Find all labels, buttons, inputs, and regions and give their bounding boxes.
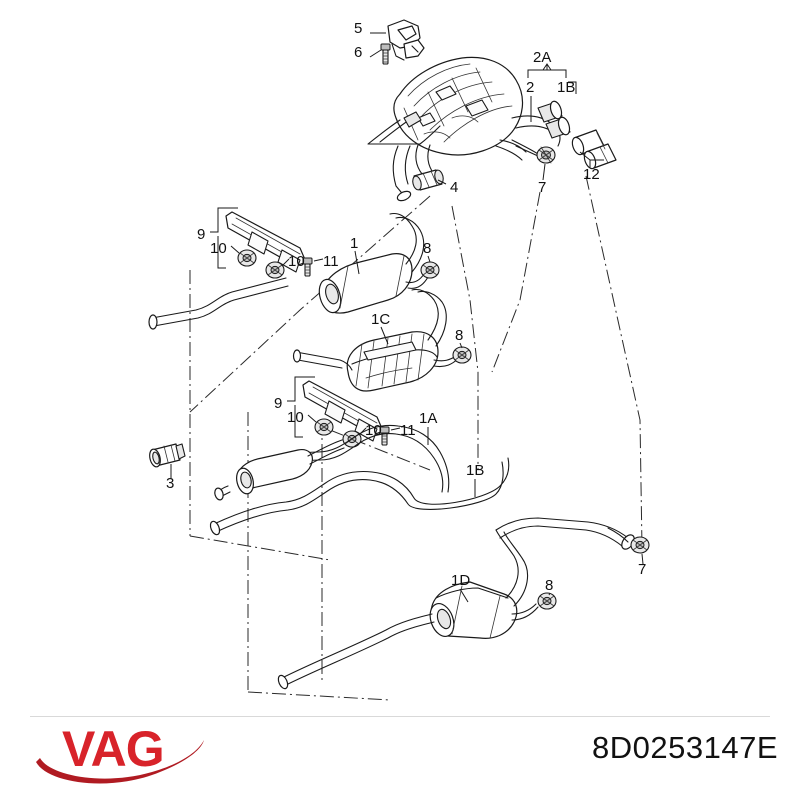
callout-8-upper: 8 [423,240,432,257]
callout-7-lower: 7 [638,561,647,578]
construction-lines [189,175,643,701]
callout-12: 12 [583,166,600,183]
callout-10-lower-left: 10 [287,409,304,426]
rubber-hanger-8-lower [537,592,557,610]
rubber-hanger-7-top [536,146,556,164]
tailpipe-trim-12 [571,129,617,170]
callout-2: 2 [526,79,535,96]
rubber-hanger-7-lower [630,536,650,554]
callout-2A: 2A [533,49,552,66]
callout-1B-mid: 1B [466,462,485,479]
callout-5: 5 [354,20,363,37]
rubber-hanger-8-upper [420,261,440,279]
bracket-part-5 [387,19,425,61]
footer-divider [30,716,770,717]
callout-3: 3 [166,475,175,492]
callout-10-upper-right: 10 [288,253,305,270]
hanger-bar-9-lower [302,380,390,448]
resonator-cylinder [214,439,345,501]
callout-10-upper-left: 10 [210,240,227,257]
callout-10-lower-right: 10 [365,422,382,439]
vag-logo-svg: VAG [36,721,204,784]
rear-silencer-assembly [367,19,571,202]
hanger-bar-9-upper [225,211,313,279]
callout-9-upper: 9 [197,226,206,243]
clamp-part-4 [412,169,444,191]
vag-logo: VAG [34,714,244,788]
leader-lines [170,32,644,603]
variant-1C-silencer [292,288,459,392]
callout-6: 6 [354,44,363,61]
bolt-part-6 [380,43,391,65]
callout-1D: 1D [451,572,471,589]
callout-1A: 1A [419,410,438,427]
part-number: 8D0253147E [592,730,778,765]
callout-8-middle: 8 [455,327,464,344]
centre-silencer-assembly [148,211,429,330]
callout-8-lower: 8 [545,577,554,594]
callout-7-top: 7 [538,179,547,196]
callout-11-lower: 11 [400,422,416,439]
callout-9-lower: 9 [274,395,283,412]
variant-1B-pipe [209,457,510,536]
callout-4: 4 [450,179,459,196]
callout-1C: 1C [371,311,391,328]
variant-1D-silencer [277,529,539,690]
sleeve-part-3 [149,443,186,468]
rubber-hanger-8-middle [452,346,472,364]
vag-wordmark: VAG [62,721,164,777]
callout-1: 1 [350,235,359,252]
callout-11-upper: 11 [323,253,339,270]
tailpipe-to-hanger-7 [495,517,635,550]
callout-1B-top: 1B [557,79,576,96]
